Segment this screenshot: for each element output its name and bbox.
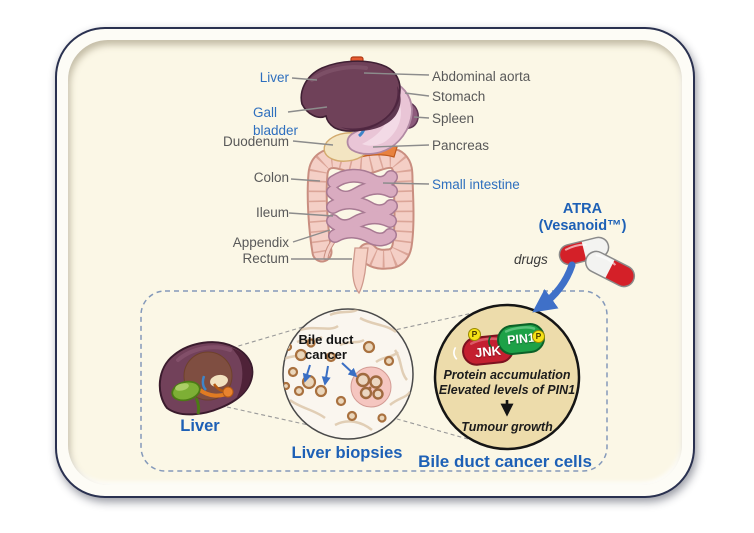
label-liver-bottom: Liver: [180, 417, 220, 435]
label-gall-bladder: Gall bladder: [253, 105, 299, 138]
liver-biopsy-micrograph: [282, 308, 414, 440]
biopsy-annotation: Bile duct cancer: [276, 332, 376, 362]
drugs-caption: drugs: [514, 252, 548, 267]
digestive-system-illustration: [287, 56, 430, 295]
phospho-badge-left: P: [468, 328, 481, 341]
drug-title: ATRA (Vesanoid™): [505, 201, 660, 235]
phospho-badge-right: P: [532, 330, 545, 343]
cell-text-line2: Elevated levels of PIN1: [438, 383, 576, 397]
label-duodenum: Duodenum: [222, 134, 289, 149]
label-ileum: Ileum: [255, 205, 289, 220]
capsule-pills-illustration: [557, 235, 638, 291]
liver-illustration: [158, 341, 254, 416]
bile-duct-cancer-arrows: [302, 362, 358, 386]
cell-outcome: Tumour growth: [461, 420, 553, 434]
cell-text-line1: Protein accumulation: [443, 368, 571, 382]
pathway-dashed-box: [140, 290, 608, 472]
drug-name: ATRA: [562, 201, 603, 217]
label-spleen: Spleen: [432, 111, 475, 126]
drug-brand: (Vesanoid™): [538, 218, 627, 234]
label-abdominal-aorta: Abdominal aorta: [432, 69, 531, 84]
rectum-shape: [352, 247, 369, 295]
label-small-intestine: Small intestine: [432, 177, 520, 192]
label-bile-duct-cancer-cells: Bile duct cancer cells: [418, 452, 592, 471]
label-rectum: Rectum: [242, 251, 289, 266]
liver-shape: [300, 60, 401, 132]
colon-shape: [306, 147, 415, 270]
label-appendix: Appendix: [232, 235, 289, 250]
anatomy-leader-lines: [287, 72, 430, 260]
drug-to-cell-arrow: [532, 261, 576, 313]
label-stomach: Stomach: [432, 89, 486, 104]
biopsy-annotation-line2: cancer: [305, 346, 347, 362]
label-liver: Liver: [259, 70, 289, 85]
biopsy-annotation-line1: Bile duct: [298, 332, 354, 347]
small-intestine-shape: [326, 168, 398, 247]
label-pancreas: Pancreas: [432, 138, 490, 153]
label-liver-biopsies: Liver biopsies: [291, 444, 403, 462]
label-colon: Colon: [253, 170, 289, 185]
